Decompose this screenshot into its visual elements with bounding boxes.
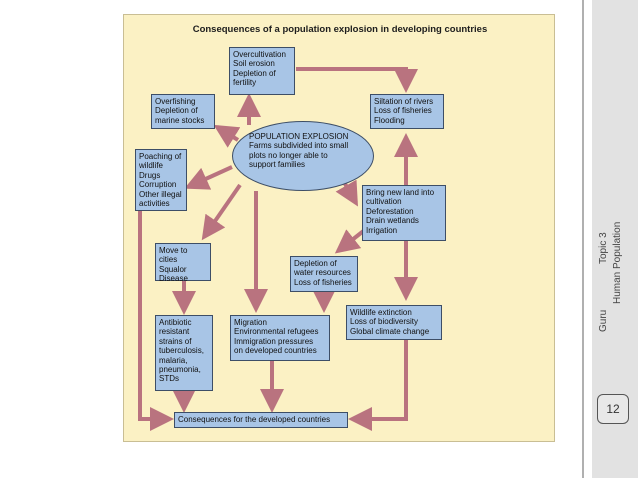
box-migration: Migration Environmental refugees Immigra… (230, 315, 330, 361)
slide-divider (582, 0, 584, 478)
arrow-poaching-developed (138, 211, 174, 431)
box-move-to-cities: Move to cities Squalor Disease (155, 243, 211, 283)
box-water-resources: Depletion of water resources Loss of fis… (290, 256, 358, 292)
diagram-title: Consequences of a population explosion i… (192, 24, 488, 35)
box-siltation: Siltation of rivers Loss of fisheries Fl… (370, 94, 444, 129)
arrows-layer (138, 67, 418, 431)
arrow-newland-water (334, 227, 368, 254)
arrow-wildlife-developed (348, 339, 408, 431)
box-poaching: Poaching of wildlife Drugs Corruption Ot… (135, 149, 187, 211)
diagram-figure: Consequences of a population explosion i… (123, 14, 555, 442)
box-overfishing: Overfishing Depletion of marine stocks (151, 94, 215, 129)
arrow-overcultivation-siltation (296, 67, 418, 93)
center-population-explosion: POPULATION EXPLOSION Farms subdivided in… (232, 121, 374, 191)
arrow-center-move-to-cities (201, 183, 242, 241)
box-antibiotic: Antibiotic resistant strains of tubercul… (155, 315, 213, 391)
box-developed-countries: Consequences for the developed countries (174, 412, 348, 428)
sidebar-author: Guru (598, 309, 609, 332)
box-overcultivation: Overcultivation Soil erosion Depletion o… (229, 47, 295, 95)
box-wildlife-extinction: Wildlife extinction Loss of biodiversity… (346, 305, 442, 340)
box-new-land: Bring new land into cultivation Deforest… (362, 185, 446, 241)
arrow-center-poaching (184, 165, 233, 190)
sidebar-subtitle: Human Population (612, 221, 623, 304)
sidebar-topic: Topic 3 (598, 232, 609, 264)
page-number-badge: 12 (597, 394, 629, 424)
arrow-center-overfishing (213, 124, 241, 148)
